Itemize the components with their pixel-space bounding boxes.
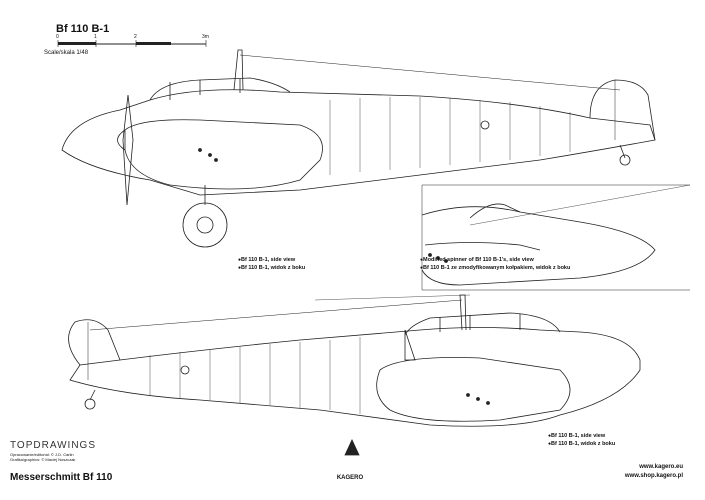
- top-aircraft-side-view: [61, 49, 656, 248]
- scale-tick: 3m: [202, 34, 209, 40]
- brand-logo: TOPDRAWINGS: [10, 440, 97, 451]
- caption-line: Bf 110 B-1, widok z boku: [548, 440, 615, 448]
- caption-line: Bf 110 B-1, side view: [548, 432, 615, 440]
- caption-line: Modified spinner of Bf 110 B-1's, side v…: [420, 256, 570, 264]
- bottom-aircraft-side-view: [68, 294, 641, 427]
- publisher-name: KAGERO: [336, 475, 364, 481]
- scale-bar: [57, 40, 207, 47]
- url-line[interactable]: www.kagero.eu: [639, 464, 683, 470]
- credit-line: Grafika/graphics: © Maciej Noszczak: [10, 457, 76, 462]
- caption-line: Bf 110 B-1 ze zmodyfikowanym kołpakiem, …: [420, 264, 570, 272]
- caption-line: Bf 110 B-1, side view: [238, 256, 305, 264]
- scale-label: Scale/skala 1/48: [44, 50, 89, 56]
- scale-tick: 1: [94, 34, 97, 40]
- modified-spinner-detail: [421, 184, 691, 291]
- scale-tick: 0: [56, 34, 59, 40]
- drawing-title: Bf 110 B-1: [56, 23, 110, 35]
- bottom-view-caption: Bf 110 B-1, side view Bf 110 B-1, widok …: [548, 432, 615, 448]
- top-view-caption: Bf 110 B-1, side view Bf 110 B-1, widok …: [238, 256, 305, 272]
- url-line[interactable]: www.shop.kagero.pl: [624, 473, 683, 479]
- credits: Opracowanie/editorial: © J.D. Carlin Gra…: [10, 452, 130, 462]
- credit-line: Opracowanie/editorial: © J.D. Carlin: [10, 452, 74, 457]
- publisher-urls: www.kagero.eu www.shop.kagero.pl: [625, 463, 683, 481]
- scale-tick: 2: [134, 34, 137, 40]
- modified-spinner-caption: Modified spinner of Bf 110 B-1's, side v…: [420, 256, 570, 272]
- model-name: Messerschmitt Bf 110: [10, 472, 113, 483]
- kagero-logo-mark: [344, 439, 360, 456]
- caption-line: Bf 110 B-1, widok z boku: [238, 264, 305, 272]
